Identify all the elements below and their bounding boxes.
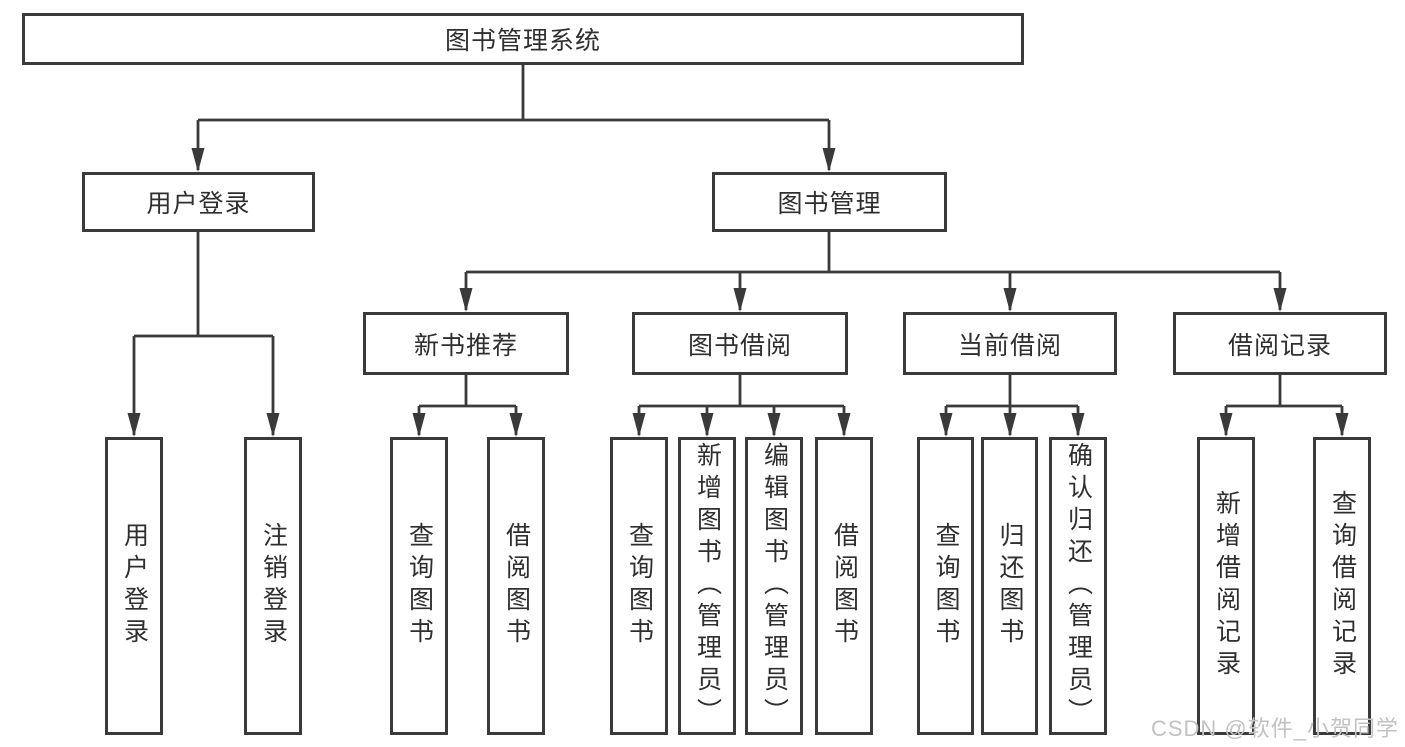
leaf-borrow-books: 借阅图书 — [815, 437, 873, 735]
csdn-watermark: CSDN @软件_小贺同学 — [1150, 716, 1399, 741]
connector-current-borrow-branch — [939, 375, 1085, 437]
node-user-login-label: 用户登录 — [146, 190, 251, 218]
leaf-query-books-current-label: 查询图书 — [932, 522, 960, 650]
leaf-add-books-admin-label: 新增图书（管理员） — [693, 442, 722, 730]
node-new-book-recommend: 新书推荐 — [363, 312, 569, 375]
node-book-management-label: 图书管理 — [777, 190, 882, 218]
connector-root-branch — [191, 65, 836, 172]
leaf-query-books-recommend-label: 查询图书 — [405, 522, 434, 650]
node-new-book-recommend-label: 新书推荐 — [413, 331, 518, 360]
connector-borrow-records-branch — [1219, 375, 1349, 437]
leaf-add-borrow-record-label: 新增借阅记录 — [1212, 490, 1241, 682]
node-borrow-records: 借阅记录 — [1173, 312, 1387, 375]
leaf-query-books-recommend: 查询图书 — [390, 437, 448, 735]
connector-new-book-recommend-branch — [412, 375, 523, 437]
leaf-confirm-return-admin-label: 确认归还（管理员） — [1064, 442, 1093, 730]
leaf-user-login-label: 用户登录 — [120, 522, 149, 650]
node-book-management: 图书管理 — [712, 172, 947, 232]
leaf-user-login: 用户登录 — [105, 437, 163, 735]
leaf-query-books-borrow-label: 查询图书 — [625, 522, 654, 650]
node-root-label: 图书管理系统 — [444, 27, 601, 55]
leaf-return-books: 归还图书 — [981, 437, 1038, 735]
leaf-query-borrow-record-label: 查询借阅记录 — [1328, 490, 1357, 682]
leaf-add-borrow-record: 新增借阅记录 — [1197, 437, 1255, 735]
leaf-add-books-admin: 新增图书（管理员） — [678, 437, 736, 735]
leaf-borrow-books-recommend: 借阅图书 — [487, 437, 545, 735]
node-root: 图书管理系统 — [22, 13, 1024, 65]
leaf-confirm-return-admin: 确认归还（管理员） — [1049, 437, 1107, 735]
node-book-borrow: 图书借阅 — [632, 312, 848, 375]
node-user-login: 用户登录 — [82, 172, 315, 232]
leaf-return-books-label: 归还图书 — [996, 522, 1024, 650]
leaf-edit-books-admin: 编辑图书（管理员） — [745, 437, 803, 735]
connector-user-login-branch — [127, 232, 280, 437]
leaf-query-borrow-record: 查询借阅记录 — [1313, 437, 1371, 735]
node-borrow-records-label: 借阅记录 — [1227, 331, 1332, 360]
leaf-logout: 注销登录 — [244, 437, 302, 735]
node-current-borrow-label: 当前借阅 — [957, 331, 1062, 360]
connector-book-borrow-branch — [632, 375, 851, 437]
connector-book-management-branch — [459, 232, 1287, 312]
leaf-logout-label: 注销登录 — [259, 522, 288, 650]
node-current-borrow: 当前借阅 — [903, 312, 1117, 375]
node-book-borrow-label: 图书借阅 — [687, 331, 792, 360]
leaf-edit-books-admin-label: 编辑图书（管理员） — [760, 442, 789, 730]
leaf-query-books-borrow: 查询图书 — [610, 437, 668, 735]
leaf-borrow-books-recommend-label: 借阅图书 — [502, 522, 531, 650]
leaf-query-books-current: 查询图书 — [917, 437, 974, 735]
leaf-borrow-books-label: 借阅图书 — [830, 522, 859, 650]
